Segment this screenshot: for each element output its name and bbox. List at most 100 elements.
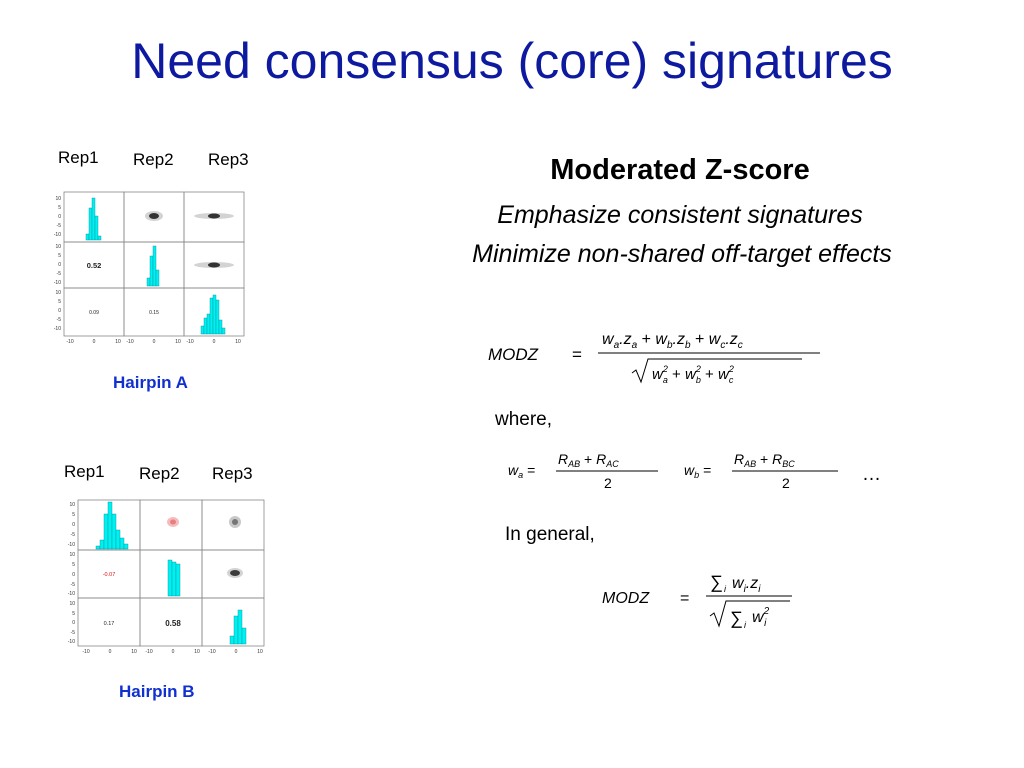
tick-label: 0	[153, 339, 156, 345]
tick-label: 10	[55, 290, 61, 296]
tick-label: -10	[68, 542, 75, 548]
hairpin-b-y-ticks: 10 5 0 -5 -10 10 5 0 -5 -10 10 5 0 -5 -1…	[68, 502, 75, 645]
moderated-zscore-heading: Moderated Z-score	[550, 154, 810, 186]
tick-label: -10	[126, 339, 133, 345]
weights-formula: wa= RAB + RAC 2 wb= RAB + RBC 2	[508, 451, 838, 491]
svg-text:RAB + RAC: RAB + RAC	[558, 451, 619, 469]
tick-label: 0	[58, 262, 61, 268]
svg-text:2: 2	[604, 475, 612, 491]
tick-label: -10	[208, 649, 215, 655]
tick-label: 5	[58, 205, 61, 211]
svg-text:MODZ: MODZ	[602, 590, 650, 607]
hairpin-b-scatter-points	[167, 516, 243, 578]
svg-text:MODZ: MODZ	[488, 345, 539, 364]
svg-text:2: 2	[782, 475, 790, 491]
tick-label: 0	[72, 620, 75, 626]
tick-label: 0	[213, 339, 216, 345]
tick-label: -10	[68, 591, 75, 597]
slide-title: Need consensus (core) signatures	[131, 33, 893, 89]
tick-label: -10	[82, 649, 89, 655]
tick-label: -10	[54, 232, 61, 238]
svg-text:∑: ∑	[710, 572, 723, 592]
tick-label: 5	[58, 253, 61, 259]
svg-text:wb=: wb=	[684, 462, 711, 480]
tick-label: 10	[131, 649, 137, 655]
tick-label: 10	[235, 339, 241, 345]
tick-label: 0	[235, 649, 238, 655]
tick-label: -10	[145, 649, 152, 655]
tick-label: 10	[175, 339, 181, 345]
hairpin-a-y-ticks: 10 5 0 -5 -10 10 5 0 -5 -10 10 5 0 -5 -1…	[54, 196, 61, 332]
tick-label: -10	[54, 280, 61, 286]
svg-text:∑: ∑	[730, 608, 743, 628]
hairpin-a-corr-32: 0.15	[149, 310, 159, 316]
tick-label: 10	[55, 244, 61, 250]
hairpin-b-scatter-matrix: 10 5 0 -5 -10 10 5 0 -5 -10 10 5 0 -5 -1…	[68, 499, 265, 655]
hairpin-b-rep1-label: Rep1	[64, 462, 105, 481]
hairpin-a-rep2-label: Rep2	[133, 150, 174, 169]
svg-text:=: =	[680, 590, 689, 607]
tick-label: 5	[72, 562, 75, 568]
hairpin-b-rep3-label: Rep3	[212, 464, 253, 483]
hairpin-a-scatter-points	[145, 211, 234, 268]
tick-label: 0	[72, 522, 75, 528]
hairpin-b-histograms	[95, 501, 247, 645]
hairpin-b-x-ticks: -10 0 10 -10 0 10 -10 0 10	[82, 649, 263, 655]
tick-label: 5	[72, 611, 75, 617]
tick-label: 10	[69, 601, 75, 607]
hairpin-b-corr-32: 0.58	[165, 619, 181, 628]
in-general-label: In general,	[505, 524, 595, 545]
svg-text:i: i	[744, 620, 747, 630]
hairpin-a-histograms	[85, 197, 226, 335]
emphasize-line: Emphasize consistent signatures	[497, 201, 863, 229]
hairpin-b-corr-31: 0.17	[104, 621, 115, 627]
tick-label: 10	[194, 649, 200, 655]
hairpin-a-caption: Hairpin A	[113, 373, 188, 392]
tick-label: 10	[55, 196, 61, 202]
tick-label: 0	[58, 214, 61, 220]
tick-label: 0	[58, 308, 61, 314]
svg-text:wa.za + wb.zb + wc.zc: wa.za + wb.zb + wc.zc	[602, 331, 743, 351]
tick-label: -5	[57, 271, 62, 277]
tick-label: -10	[66, 339, 73, 345]
hairpin-a-rep1-label: Rep1	[58, 148, 99, 167]
tick-label: -5	[71, 532, 76, 538]
tick-label: -10	[68, 639, 75, 645]
tick-label: -5	[57, 317, 62, 323]
hairpin-a-scatter-matrix: 10 5 0 -5 -10 10 5 0 -5 -10 10 5 0 -5 -1…	[54, 191, 245, 345]
svg-text:wi.zi: wi.zi	[732, 575, 761, 595]
tick-label: -5	[71, 582, 76, 588]
svg-text:w2i: w2i	[752, 606, 770, 629]
tick-label: 5	[72, 512, 75, 518]
ellipsis: …	[862, 464, 881, 485]
hairpin-a-x-ticks: -10 0 10 -10 0 10 -10 0 10	[66, 339, 241, 345]
svg-text:wa=: wa=	[508, 462, 535, 480]
tick-label: 10	[69, 552, 75, 558]
tick-label: 0	[93, 339, 96, 345]
svg-text:RAB + RBC: RAB + RBC	[734, 451, 795, 469]
tick-label: 10	[115, 339, 121, 345]
tick-label: -5	[71, 630, 76, 636]
where-label: where,	[495, 409, 553, 430]
svg-text:=: =	[572, 345, 582, 364]
tick-label: 0	[172, 649, 175, 655]
hairpin-b-corr-21: -0.07	[103, 572, 116, 578]
hairpin-b-rep2-label: Rep2	[139, 464, 180, 483]
svg-text:w2a + w2b + w2c: w2a + w2b + w2c	[652, 364, 734, 385]
hairpin-a-corr-31: 0.09	[89, 310, 99, 316]
svg-text:i: i	[724, 584, 727, 594]
tick-label: -10	[54, 326, 61, 332]
tick-label: -10	[186, 339, 193, 345]
tick-label: 10	[69, 502, 75, 508]
hairpin-a-corr-21: 0.52	[87, 261, 102, 270]
minimize-line: Minimize non-shared off-target effects	[472, 240, 892, 268]
hairpin-b-caption: Hairpin B	[119, 682, 195, 701]
tick-label: 0	[72, 572, 75, 578]
tick-label: 5	[58, 299, 61, 305]
tick-label: 0	[109, 649, 112, 655]
hairpin-a-rep3-label: Rep3	[208, 150, 249, 169]
tick-label: -5	[57, 223, 62, 229]
tick-label: 10	[257, 649, 263, 655]
